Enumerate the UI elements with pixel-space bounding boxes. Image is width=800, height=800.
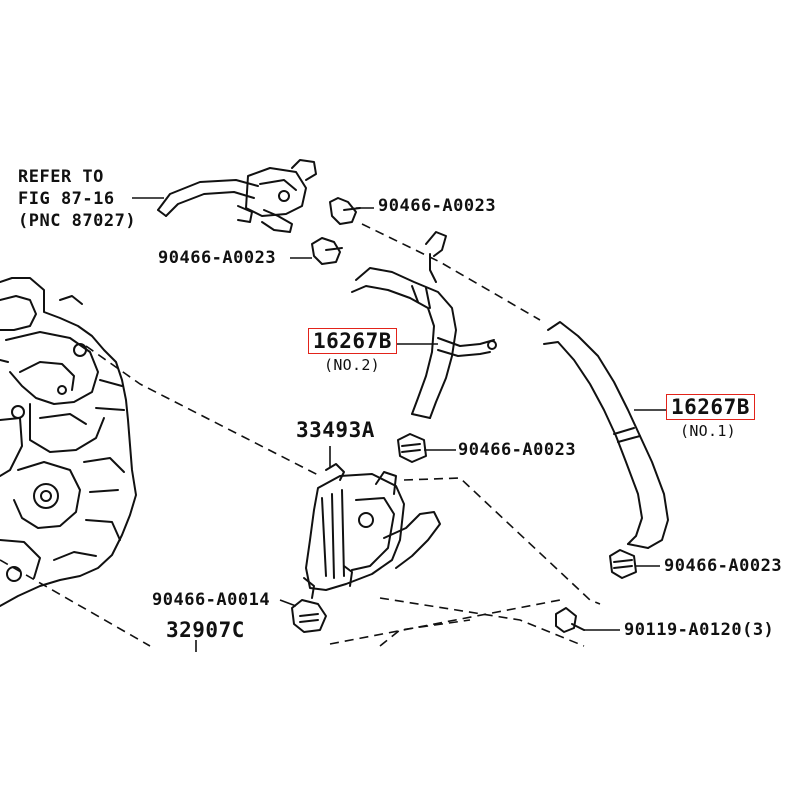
lower-left-clamp-drawing — [291, 599, 327, 633]
middle-clamps-drawing — [397, 433, 637, 579]
part-label-hose-no2[interactable]: 16267B — [308, 328, 397, 354]
oil-cooler-drawing — [303, 463, 441, 599]
hose-no2-sublabel: (NO.2) — [324, 356, 380, 374]
part-label-clamp-lower-left[interactable]: 90466-A0014 — [152, 590, 271, 610]
part-label-bolt[interactable]: 90119-A0120(3) — [624, 620, 775, 640]
transaxle-housing-drawing — [0, 277, 137, 607]
part-label-clamp-top-right[interactable]: 90466-A0023 — [378, 196, 497, 216]
part-label-clamp-lower-right[interactable]: 90466-A0023 — [664, 556, 783, 576]
hose-no1-drawing — [543, 321, 669, 549]
assembly-leader-lines — [0, 223, 601, 647]
refer-note-line1: REFER TO — [18, 167, 104, 187]
refer-note: REFER TO FIG 87-16 (PNC 87027) — [18, 166, 136, 232]
refer-note-line2: FIG 87-16 — [18, 189, 115, 209]
upper-left-hose-drawing — [157, 159, 317, 233]
part-label-bracket[interactable]: 33493A — [296, 418, 375, 442]
part-label-clamp-mid[interactable]: 90466-A0023 — [458, 440, 577, 460]
refer-note-line3: (PNC 87027) — [18, 211, 137, 231]
label-leader-lines — [132, 197, 666, 652]
part-label-oil-cooler[interactable]: 32907C — [166, 618, 245, 642]
upper-clamps-drawing — [311, 197, 361, 265]
part-label-hose-no1[interactable]: 16267B — [666, 394, 755, 420]
bolt-drawing — [555, 607, 585, 633]
hose-no2-drawing — [351, 231, 497, 419]
part-label-clamp-top-left[interactable]: 90466-A0023 — [158, 248, 277, 268]
hose-no1-sublabel: (NO.1) — [680, 422, 736, 440]
